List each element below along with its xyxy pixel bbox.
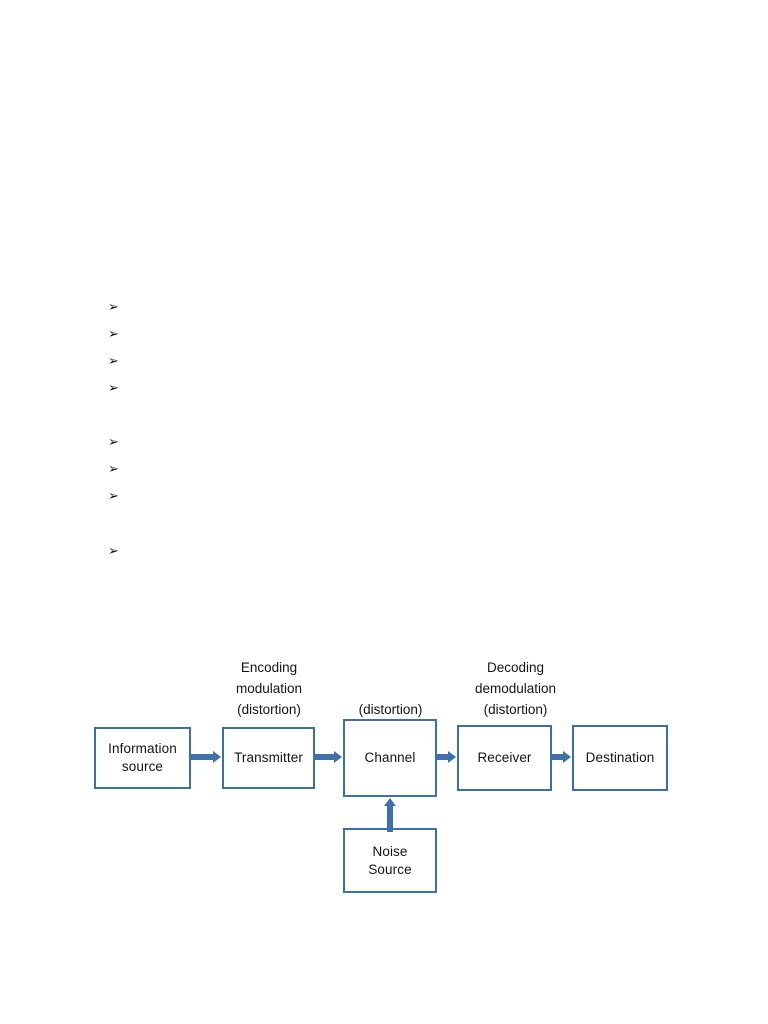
node-transmitter-label: Transmitter [234, 750, 303, 765]
caption-decoding-demodulation: Decoding demodulation (distortion) [474, 660, 557, 717]
arrow-bullet-icon: ➢ [108, 300, 119, 315]
list-item: ➢ [108, 429, 668, 456]
node-channel[interactable]: Channel [343, 719, 437, 797]
node-receiver-label: Receiver [477, 750, 532, 765]
arrow-bullet-icon: ➢ [108, 381, 119, 396]
node-information-source[interactable]: Information source [94, 727, 191, 789]
node-channel-label: Channel [364, 750, 416, 765]
node-noise-source[interactable]: Noise Source [343, 828, 437, 893]
arrow-bullet-icon: ➢ [108, 462, 119, 477]
node-receiver[interactable]: Receiver [457, 725, 552, 791]
arrow-bullet-icon: ➢ [108, 435, 119, 450]
list-item: ➢ [108, 538, 668, 565]
node-destination[interactable]: Destination [572, 725, 668, 791]
connector-channel-to-receiver-arrow-icon [437, 754, 449, 760]
node-information-source-label: Information source [108, 741, 177, 774]
caption-encoding-modulation: Encoding modulation (distortion) [235, 660, 303, 717]
list-item: ➢ [108, 294, 668, 321]
list-item: ➢ [108, 483, 668, 510]
list-item: ➢ [108, 375, 668, 402]
caption-channel-distortion: (distortion) [358, 702, 423, 717]
connector-noise-to-channel-arrow-icon [387, 805, 393, 832]
connector-receiver-to-destination-arrow-icon [552, 754, 564, 760]
node-noise-source-label: Noise Source [368, 843, 412, 877]
node-destination-label: Destination [585, 750, 655, 765]
connector-transmitter-to-channel-arrow-icon [315, 754, 335, 760]
arrow-bullet-icon: ➢ [108, 327, 119, 342]
arrow-bullet-icon: ➢ [108, 489, 119, 504]
list-item: ➢ [108, 348, 668, 375]
list-item: ➢ [108, 456, 668, 483]
node-transmitter[interactable]: Transmitter [222, 727, 315, 789]
arrow-bullet-icon: ➢ [108, 544, 119, 559]
bullet-list: ➢ ➢ ➢ ➢ ➢ ➢ ➢ ➢ [108, 294, 668, 565]
connector-source-to-transmitter-arrow-icon [191, 754, 214, 760]
arrow-bullet-icon: ➢ [108, 354, 119, 369]
list-item: ➢ [108, 321, 668, 348]
